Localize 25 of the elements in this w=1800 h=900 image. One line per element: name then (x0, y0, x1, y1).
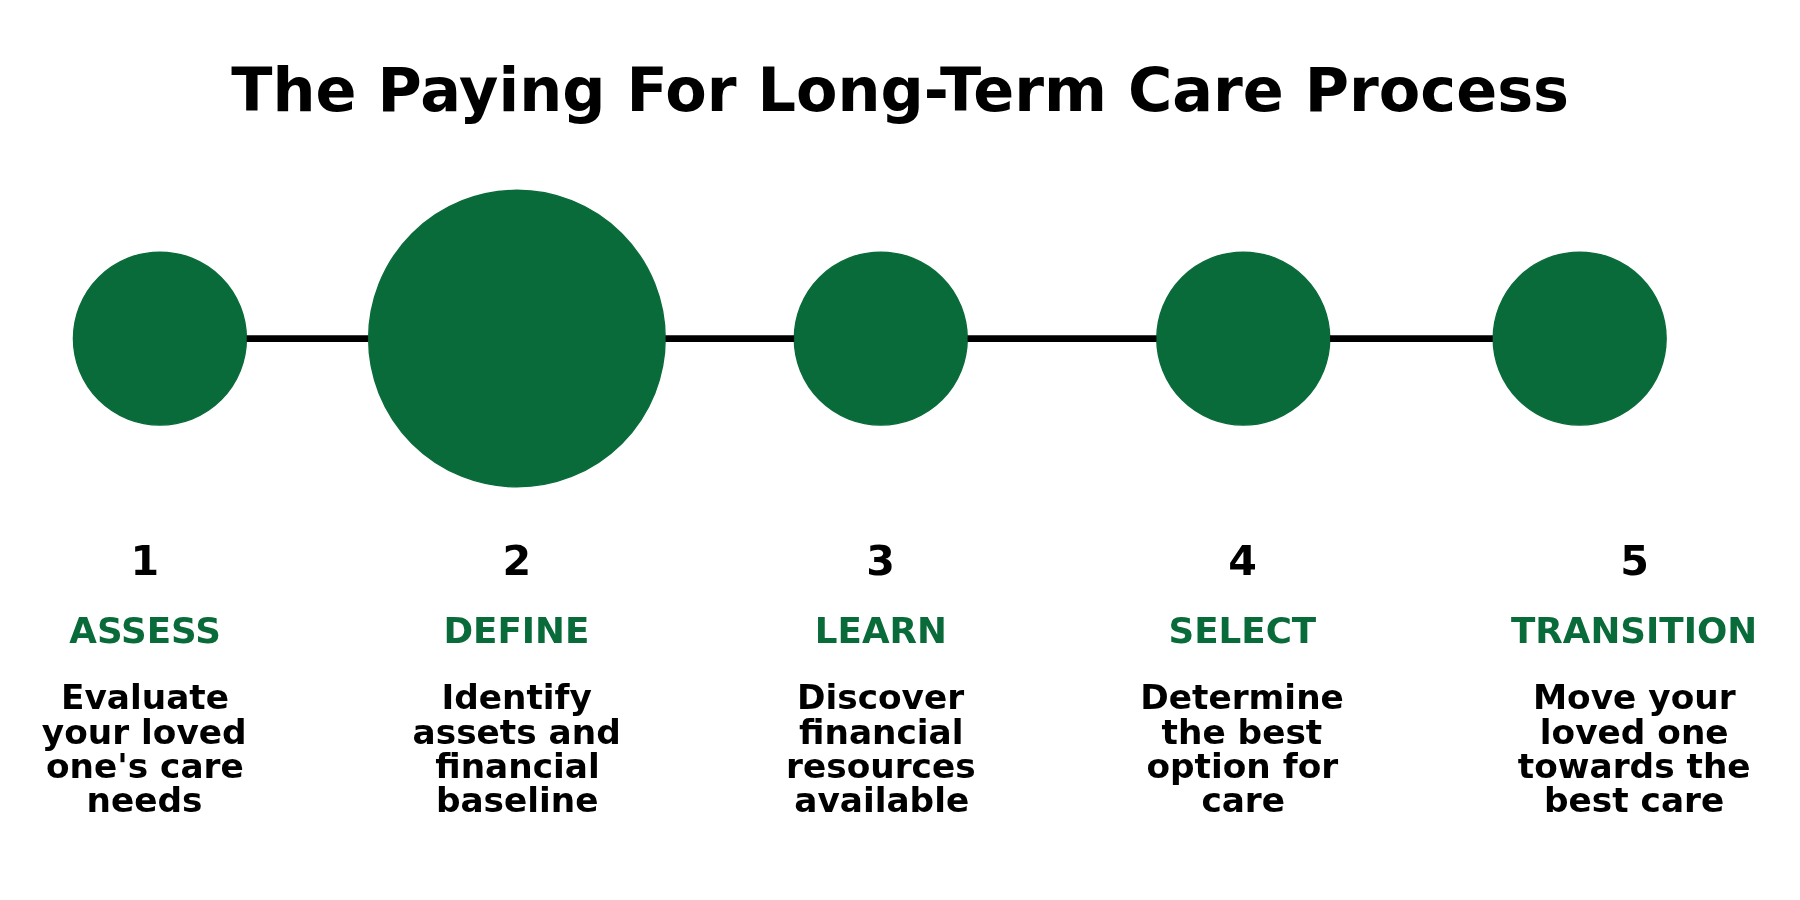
node-label: SELECT (1168, 609, 1317, 651)
node-label: Evaluate your loved one's care needs (41, 676, 247, 820)
node-label: ASSESS (69, 609, 221, 651)
node-label: 4 (1228, 536, 1257, 585)
node-label: LEARN (814, 609, 947, 651)
node-circle (367, 189, 666, 488)
connector (967, 334, 1157, 342)
node-label: 1 (130, 536, 160, 585)
node-label: Identify assets and financial baseline (412, 676, 621, 820)
connector (246, 334, 369, 342)
node-label: DEFINE (443, 609, 590, 651)
node-label: Determine the best option for care (1140, 676, 1344, 820)
node-label: 2 (502, 536, 532, 585)
node-circle (72, 250, 248, 426)
node-label: 5 (1620, 536, 1649, 585)
connector (1330, 334, 1493, 342)
node-label: Discover financial resources available (786, 676, 976, 820)
diagram-title: The Paying For Long-Term Care Process (231, 54, 1570, 125)
node-label: Move your loved one towards the best care (1517, 676, 1751, 820)
node-circle (1492, 250, 1667, 426)
node-circle (793, 250, 968, 426)
node-label: 3 (866, 536, 896, 585)
connector (665, 334, 795, 342)
node-label: TRANSITION (1511, 609, 1758, 651)
node-circle (1156, 250, 1331, 426)
